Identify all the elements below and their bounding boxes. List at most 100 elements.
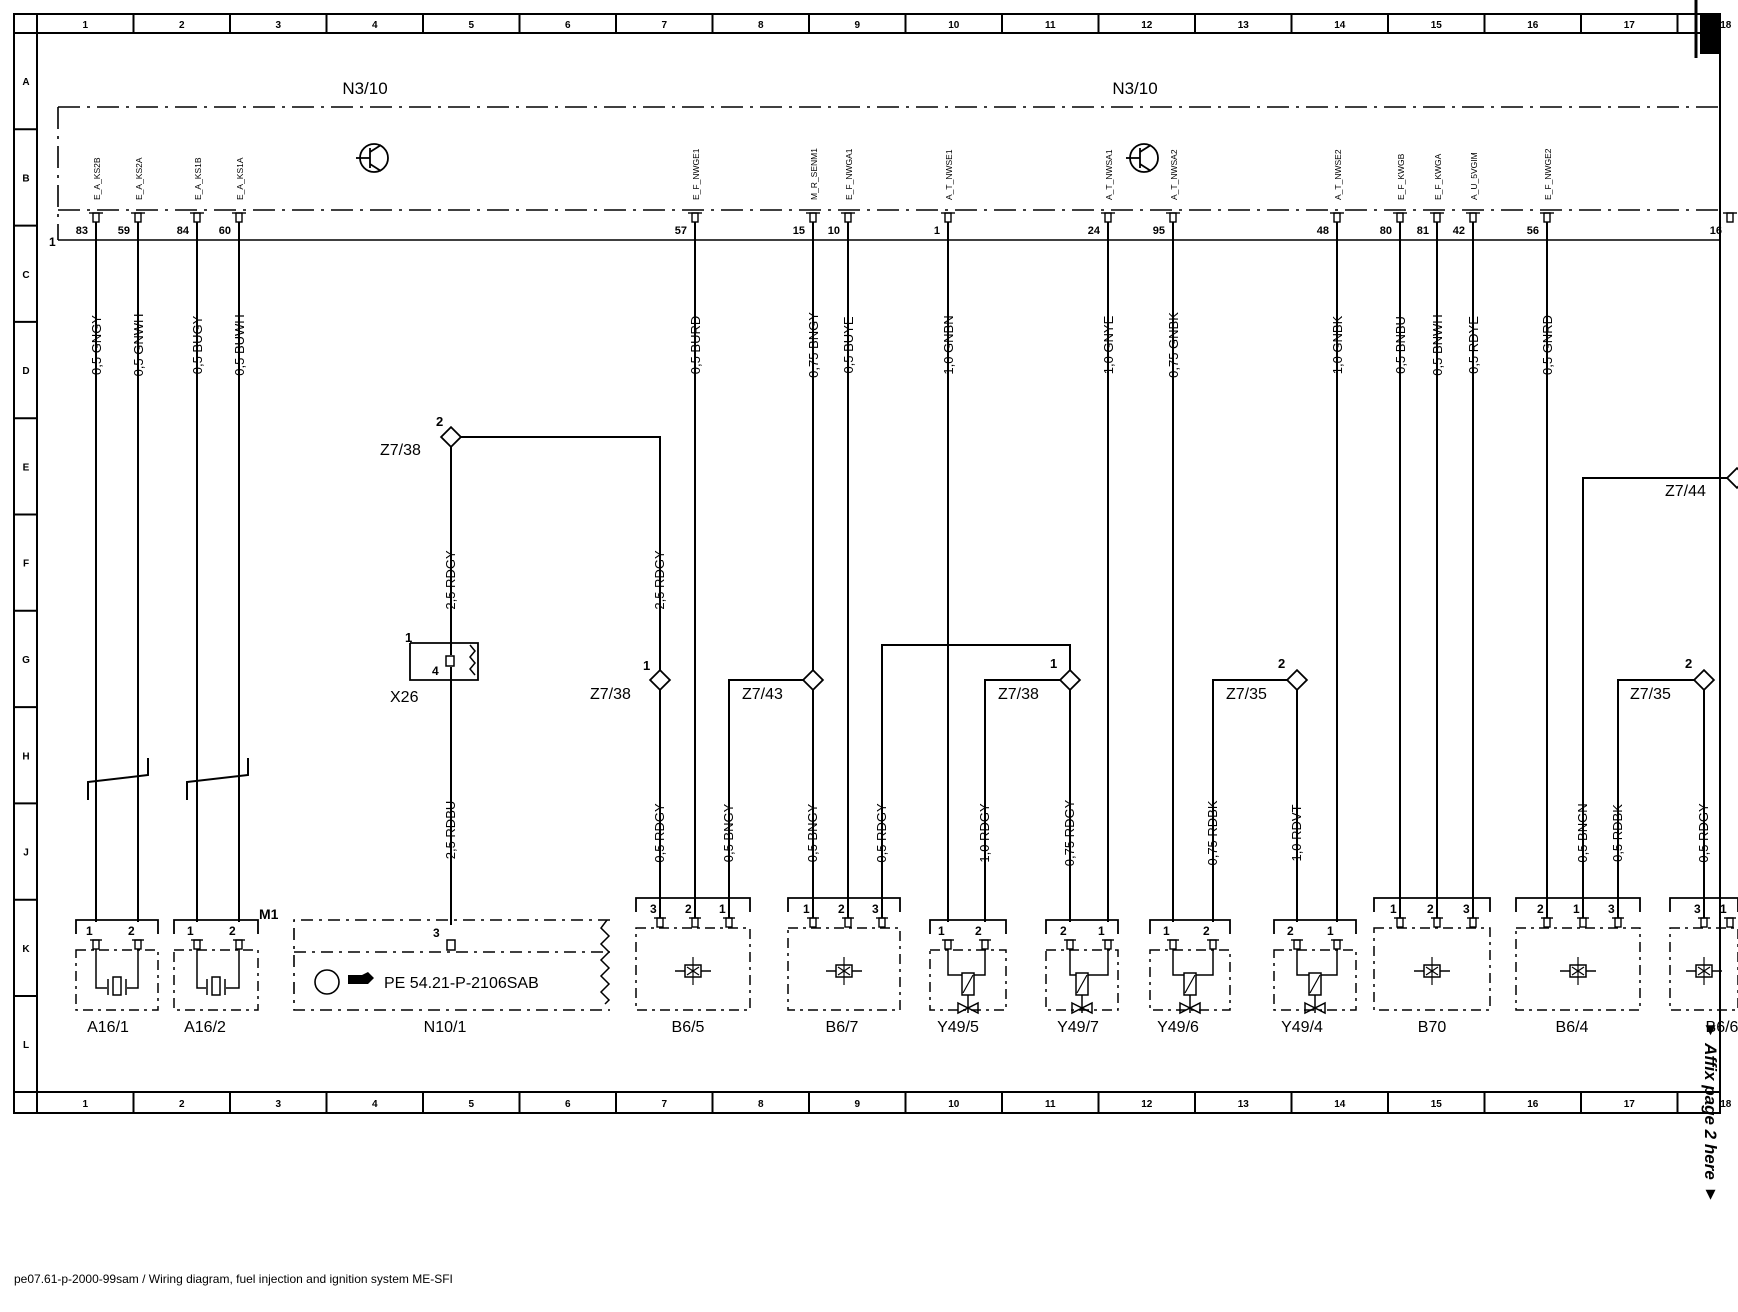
- column-label: 18: [1720, 1099, 1732, 1110]
- component-label: B6/5: [672, 1019, 705, 1036]
- wire-label: 0,5 BUYE: [841, 316, 856, 373]
- splice-z7-38-top: 2 Z7/38: [380, 414, 463, 459]
- crystal-icon: [112, 976, 122, 996]
- component-pin-number: 1: [1390, 902, 1397, 916]
- wire-label: 0,5 RDGY: [652, 803, 667, 863]
- pin-signal-name: E_A_KS1A: [235, 157, 245, 200]
- component-label: Y49/6: [1157, 1019, 1199, 1036]
- splice-z7-44: Z7/44: [1665, 466, 1738, 500]
- splice-z7-35-right: 2 Z7/35: [1630, 656, 1716, 703]
- valve-icon: [1179, 1001, 1201, 1015]
- diagram-frame: [13, 13, 1721, 1114]
- wire-label: 2,5 RDBU: [443, 801, 458, 860]
- connector-x26-label: X26: [390, 689, 419, 706]
- column-label: 15: [1431, 20, 1443, 31]
- component-pin-number: 2: [975, 924, 982, 938]
- wire-label: 0,5 BNGN: [1575, 803, 1590, 862]
- column-label: 11: [1045, 20, 1056, 31]
- wire-label: 0,75 BNGY: [806, 312, 821, 378]
- svg-text:Z7/35: Z7/35: [1226, 686, 1267, 703]
- wire-label: 0,5 BURD: [688, 316, 703, 375]
- column-label: 1: [82, 20, 88, 31]
- column-label: 4: [372, 20, 378, 31]
- ecu-pin: 16: [1710, 212, 1737, 237]
- svg-text:Z7/38: Z7/38: [380, 442, 421, 459]
- column-label: 14: [1334, 1099, 1346, 1110]
- component-label: A16/2: [184, 1019, 226, 1036]
- column-label: 14: [1334, 20, 1346, 31]
- control-unit-n3-10: [57, 106, 1720, 241]
- ecu-pin: 57 E_F_NWGE1 0,5 BURD: [675, 148, 703, 922]
- column-label: 7: [661, 1099, 667, 1110]
- pin-signal-name: E_F_KWGA: [1433, 153, 1443, 200]
- pin-signal-name: A_T_NWSA1: [1104, 149, 1114, 200]
- row-label: B: [22, 173, 29, 184]
- pin-number: 42: [1453, 225, 1465, 237]
- column-label: 4: [372, 1099, 378, 1110]
- column-label: 2: [179, 20, 185, 31]
- pin-signal-name: A_T_NWSE1: [944, 149, 954, 200]
- component-pin-number: 2: [128, 924, 135, 938]
- wire-label: 0,75 RDBK: [1205, 800, 1220, 865]
- column-label: 9: [854, 1099, 860, 1110]
- row-label: K: [22, 944, 30, 955]
- page-marker-block: [1700, 14, 1720, 54]
- reference-pointer-icon: [348, 972, 374, 984]
- wire-label: 1,0 RDGY: [977, 803, 992, 863]
- column-label: 8: [758, 20, 764, 31]
- wire-label: 0,75 GNBK: [1166, 312, 1181, 378]
- pin-number: 57: [675, 225, 687, 237]
- transistor-icon: [356, 143, 389, 173]
- svg-text:Z7/38: Z7/38: [590, 686, 631, 703]
- pin-signal-name: E_A_KS2A: [134, 157, 144, 200]
- control-unit-pin1-label: 1: [49, 235, 56, 249]
- splice-z7-43: Z7/43: [742, 668, 825, 703]
- row-label: G: [22, 655, 30, 666]
- transistor-icon: [1126, 143, 1159, 173]
- component-label: B6/4: [1556, 1019, 1589, 1036]
- column-label: 17: [1624, 20, 1636, 31]
- pin-number: 1: [934, 225, 940, 237]
- component-pin-number: 1: [1098, 924, 1105, 938]
- crystal-icon: [211, 976, 221, 996]
- pin-signal-name: E_F_NWGE1: [691, 148, 701, 200]
- column-label: 1: [82, 1099, 88, 1110]
- wire-label: 2,5 RDGY: [443, 550, 458, 610]
- component-label: Y49/7: [1057, 1019, 1099, 1036]
- column-label: 17: [1624, 1099, 1636, 1110]
- page-marker-number: 18: [1704, 33, 1716, 45]
- component-pin-number: 1: [1720, 902, 1727, 916]
- svg-text:Z7/38: Z7/38: [998, 686, 1039, 703]
- component-pin-number: 2: [1287, 924, 1294, 938]
- wire-label: 0,5 BNGY: [805, 803, 820, 862]
- component-label: B70: [1418, 1019, 1447, 1036]
- pin-signal-name: E_F_NWGE2: [1543, 148, 1553, 200]
- valve-icon: [957, 1001, 979, 1015]
- wire-label: 0,5 BNBU: [1393, 316, 1408, 374]
- component-pin-number: 3: [1608, 902, 1615, 916]
- component-label: B6/7: [826, 1019, 859, 1036]
- component-pin-number: 2: [1060, 924, 1067, 938]
- pin-signal-name: E_F_NWGA1: [844, 148, 854, 200]
- wire-label: 0,5 BNWH: [1430, 314, 1445, 375]
- column-label: 15: [1431, 1099, 1443, 1110]
- valve-icon: [1071, 1001, 1093, 1015]
- component-pin-number: 2: [685, 902, 692, 916]
- harness-wires: [87, 436, 1734, 925]
- wire-label: 0,5 RDBK: [1610, 804, 1625, 862]
